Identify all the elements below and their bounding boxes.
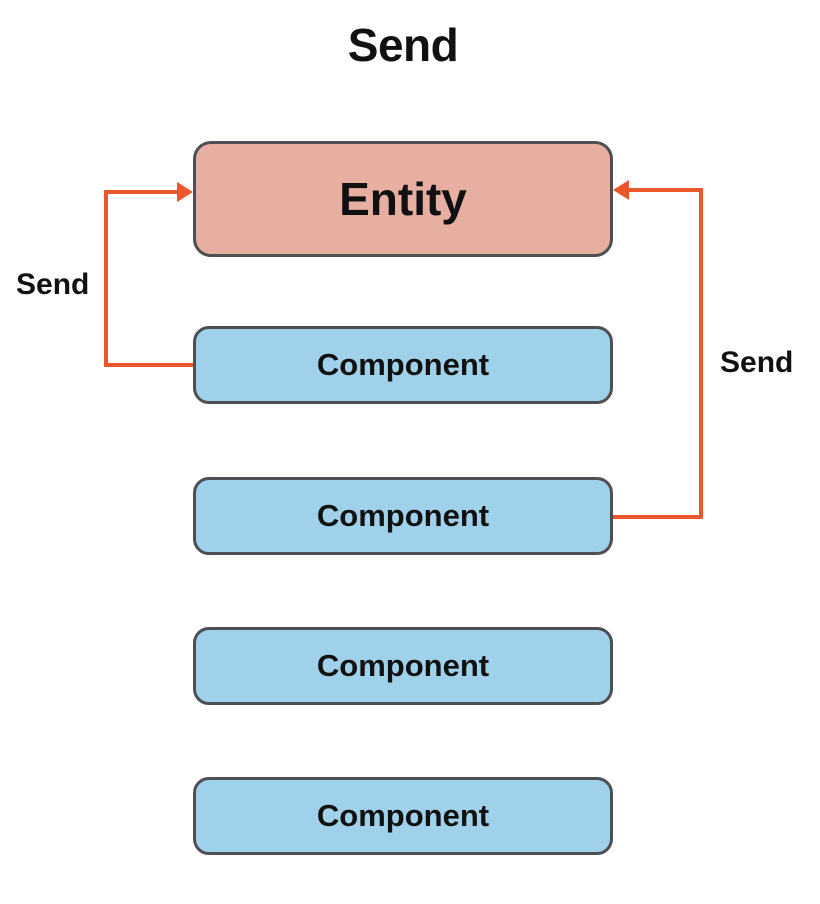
component-label: Component [316,498,490,533]
component-box: Component [193,777,613,855]
diagram-title: Send [347,19,459,71]
component-box: Component [193,326,613,404]
arrowhead-right-icon [613,180,629,200]
entity-box: Entity [193,141,613,257]
component-label: Component [316,347,490,382]
entity-label: Entity [339,173,467,225]
send-label-right: Send [720,346,794,379]
arrowhead-left-icon [177,182,193,202]
send-label-left: Send [16,268,90,301]
component-label: Component [316,798,490,833]
component-box: Component [193,477,613,555]
component-box: Component [193,627,613,705]
component-label: Component [316,648,490,683]
send-arrow-right [613,188,703,519]
send-arrow-left [104,190,193,367]
